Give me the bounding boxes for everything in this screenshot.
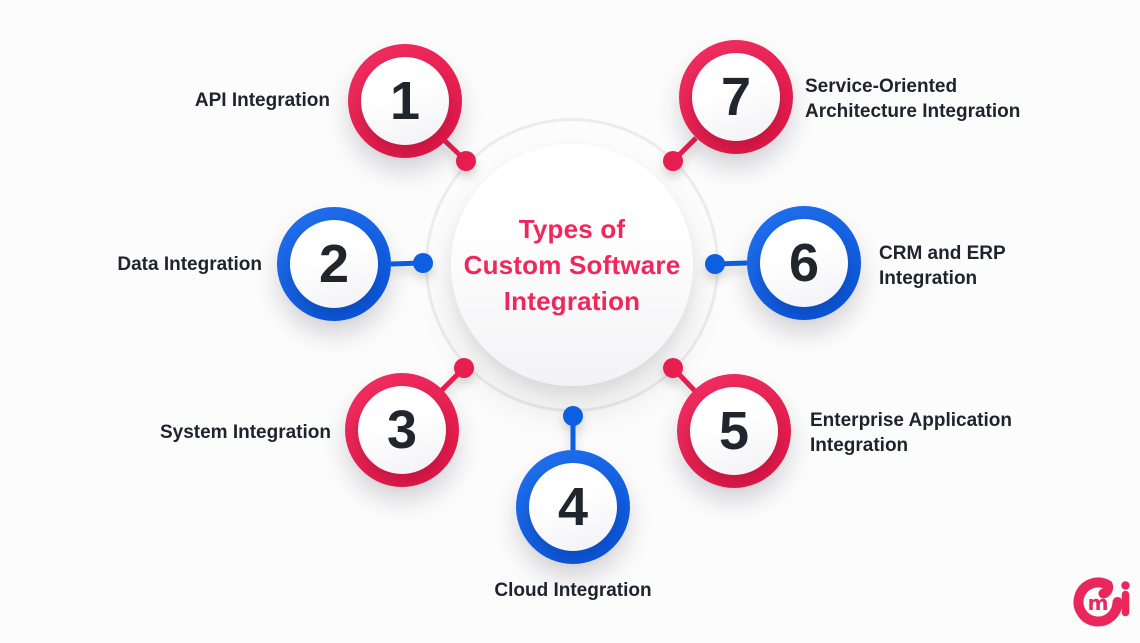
node-5-number: 5 xyxy=(718,401,750,461)
node-4-number: 4 xyxy=(557,477,589,537)
node-2-data-integration: 2 xyxy=(277,207,391,321)
node-7-number: 7 xyxy=(720,67,752,127)
connector-1 xyxy=(442,138,476,171)
node-1-number: 1 xyxy=(389,71,421,131)
node-1-circle: 1 xyxy=(361,57,449,145)
node-4-circle: 4 xyxy=(529,463,617,551)
cmi-logo: m xyxy=(1073,577,1130,627)
connector-7 xyxy=(663,136,698,171)
node-2-number: 2 xyxy=(318,234,350,294)
node-1-api-integration: 1 xyxy=(348,44,462,158)
node-3-system-integration: 3 xyxy=(345,373,459,487)
label-soa-integration: Service-Oriented Architecture Integratio… xyxy=(805,76,1021,122)
node-7-circle: 7 xyxy=(692,53,780,141)
node-7-soa-integration: 7 xyxy=(679,40,793,154)
node-4-cloud-integration: 4 xyxy=(516,450,630,564)
node-3-number: 3 xyxy=(386,400,418,460)
connector-2 xyxy=(390,253,433,273)
label-api-integration: API Integration xyxy=(194,90,330,111)
node-3-circle: 3 xyxy=(358,386,446,474)
label-system-integration: System Integration xyxy=(159,422,331,443)
diagram-title: Types of Custom Software Integration xyxy=(463,214,681,316)
label-crm-erp-integration: CRM and ERP Integration xyxy=(879,243,1006,289)
node-6-crm-erp-integration: 6 xyxy=(747,206,861,320)
connector-4 xyxy=(563,406,583,450)
node-6-circle: 6 xyxy=(760,219,848,307)
connector-3 xyxy=(440,358,474,392)
label-cloud-integration: Cloud Integration xyxy=(494,580,652,601)
node-5-circle: 5 xyxy=(690,387,778,475)
node-5-enterprise-application-integration: 5 xyxy=(677,374,791,488)
svg-text:m: m xyxy=(1088,591,1109,615)
node-2-circle: 2 xyxy=(290,220,378,308)
connector-6 xyxy=(705,254,748,274)
center-circle: Types of Custom Software Integration xyxy=(451,144,693,386)
label-enterprise-application-integration: Enterprise Application Integration xyxy=(810,410,1012,456)
connector-5 xyxy=(663,358,697,393)
label-data-integration: Data Integration xyxy=(117,254,262,275)
node-6-number: 6 xyxy=(788,233,820,293)
